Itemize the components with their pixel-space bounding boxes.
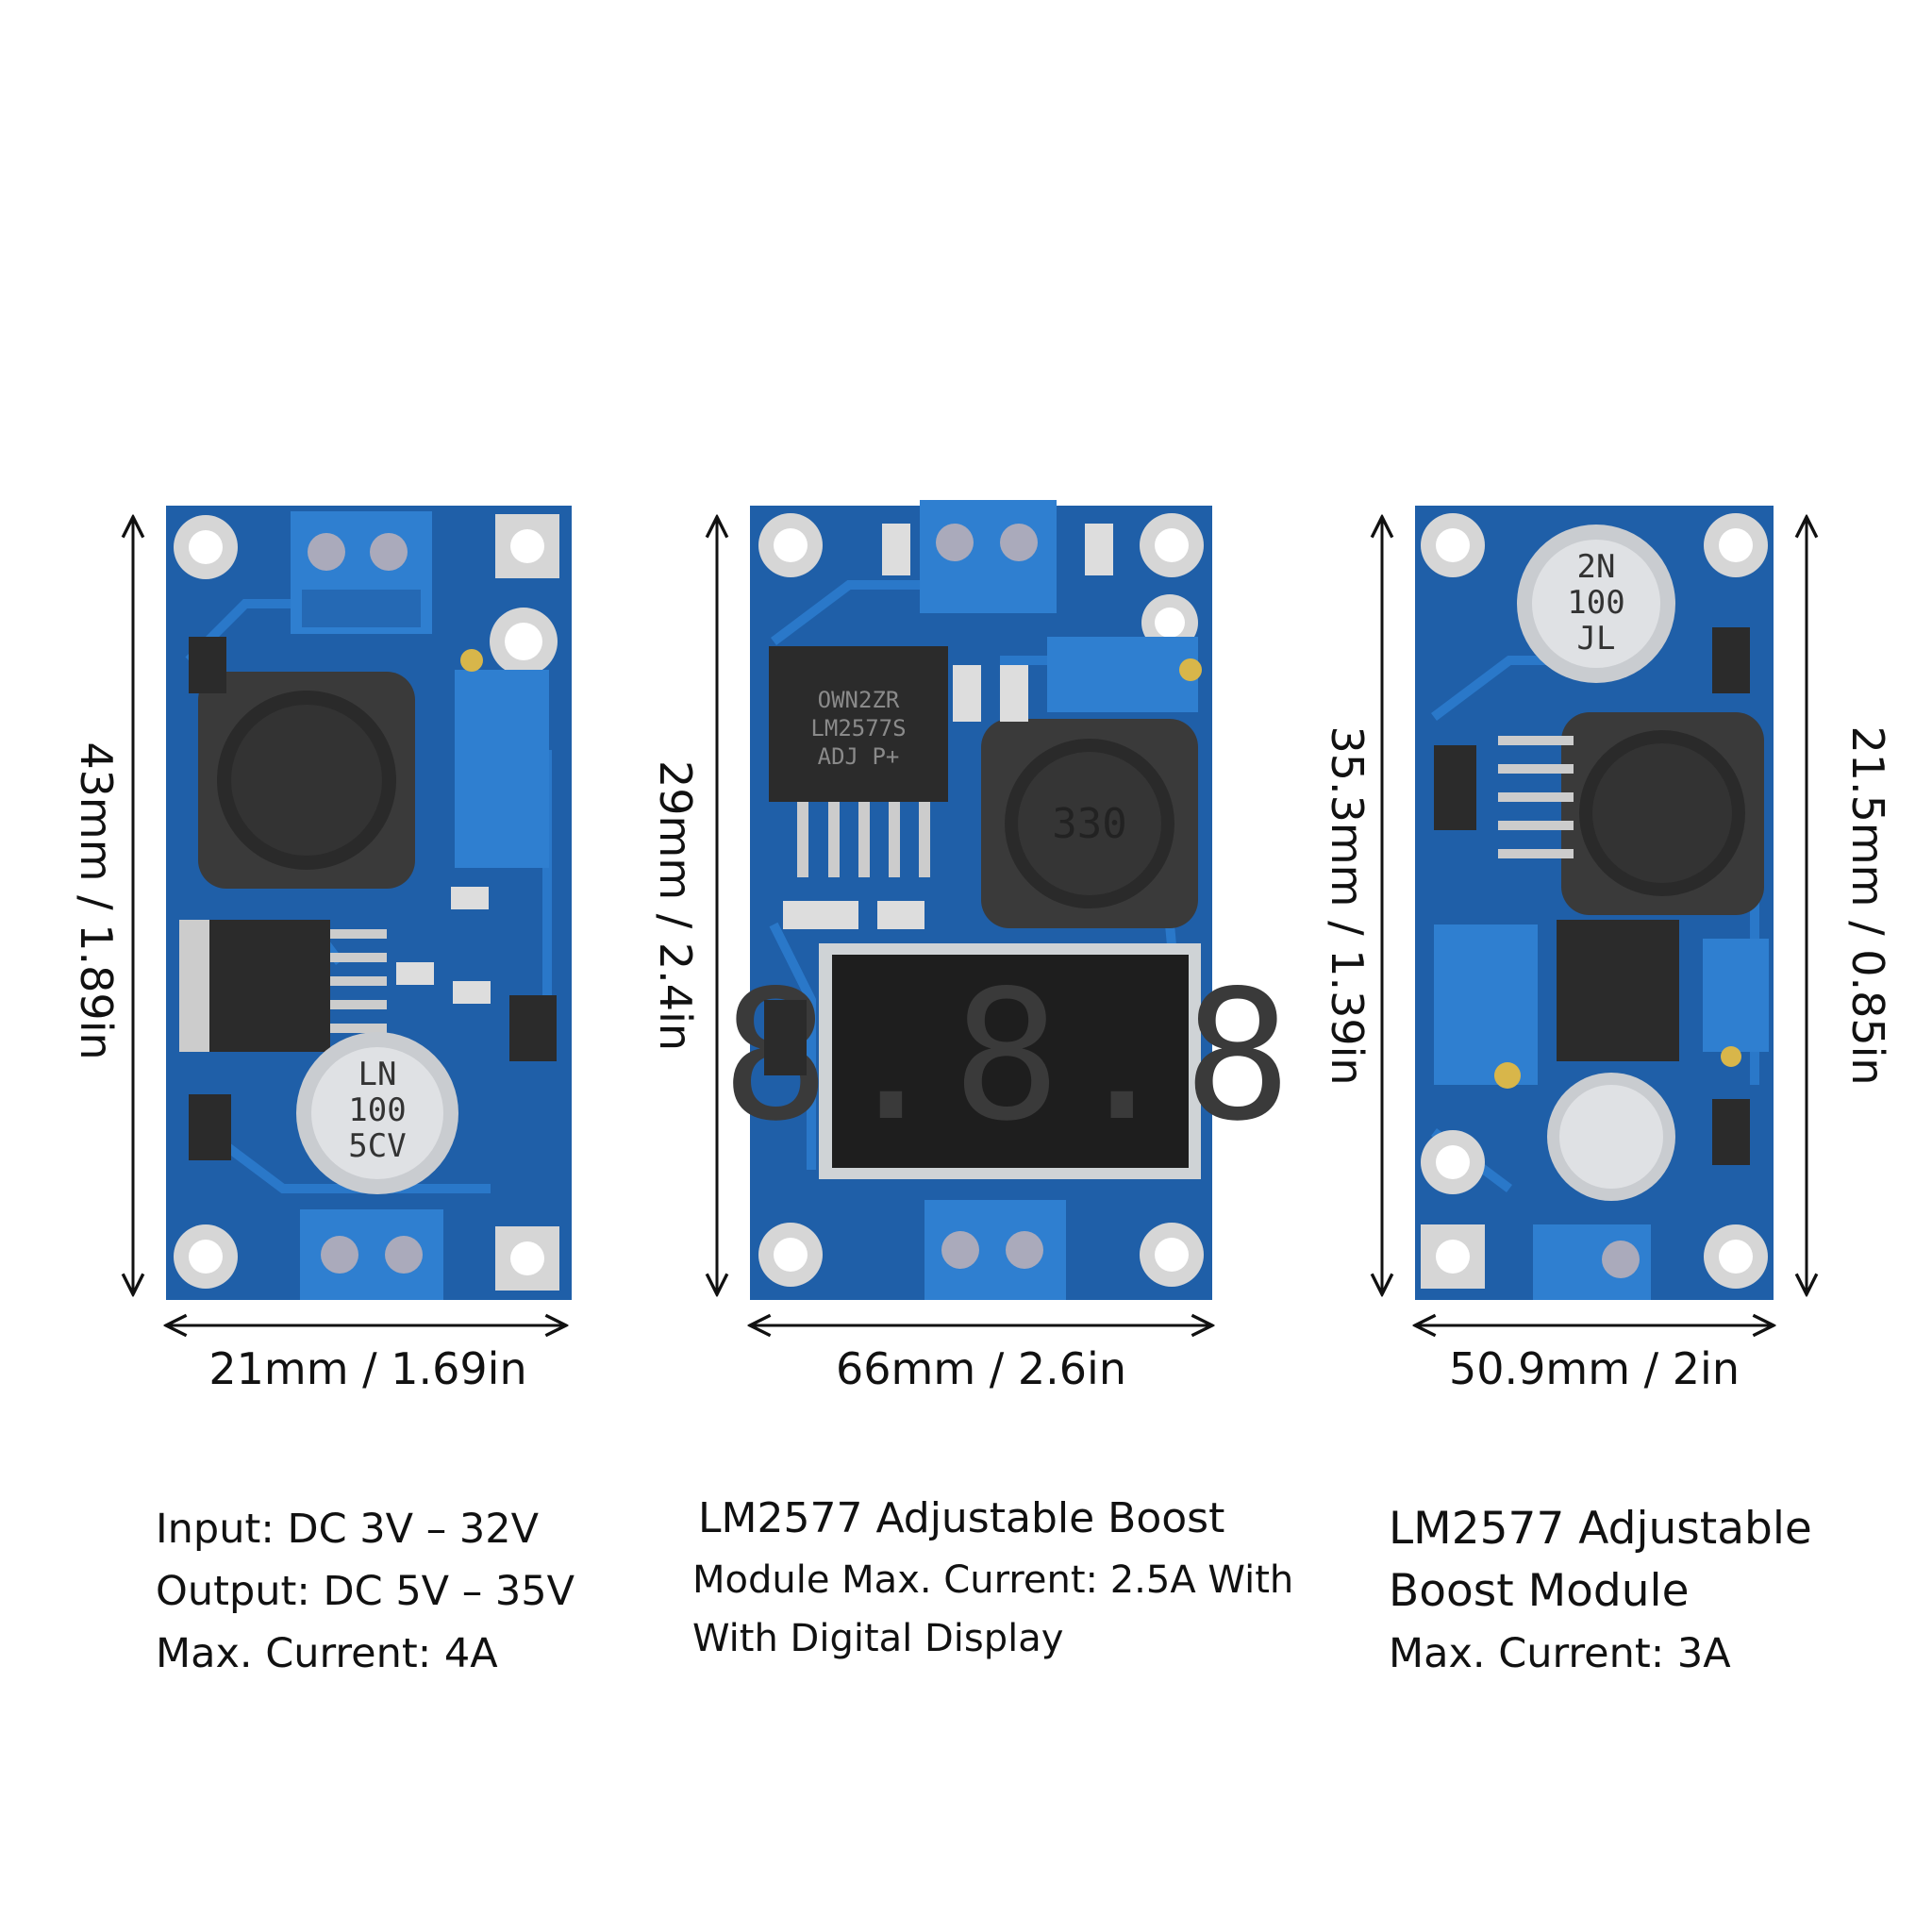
height-label: 29mm / 2.4in [650, 760, 701, 1051]
width-label: 50.9mm / 2in [1449, 1343, 1740, 1394]
smd-diode [1712, 1099, 1750, 1165]
led-digits: 8.8.8 [722, 952, 1299, 1160]
regulator-ic [1557, 920, 1679, 1061]
regulator-ic: OWN2ZR LM2577S ADJ P+ [769, 646, 948, 877]
capacitor-mark: JL [1577, 620, 1616, 658]
height-right-label: 21.5mm / 0.85in [1842, 725, 1893, 1085]
smd-resistor [877, 901, 924, 929]
height-left-label: 35.3mm / 1.39in [1322, 725, 1373, 1085]
smd-resistor [783, 901, 858, 929]
inductor [1561, 712, 1764, 915]
inductor [198, 672, 415, 889]
chip-mark: LM2577S [810, 715, 906, 741]
capacitor-mark: 100 [348, 1091, 406, 1129]
desc-line: Input: DC 3V – 32V [156, 1506, 540, 1553]
screw-terminal [920, 500, 1057, 613]
mounting-hole [758, 513, 823, 577]
capacitor-mark: 2N [1577, 548, 1616, 586]
smd-resistor [882, 524, 910, 575]
mounting-hole [1421, 1130, 1485, 1194]
mounting-hole [1421, 1224, 1485, 1289]
component-lead [1498, 821, 1574, 830]
potentiometer [455, 649, 549, 868]
component-lead [1498, 849, 1574, 858]
desc-line: Max. Current: 4A [156, 1630, 498, 1677]
electrolytic-capacitor: LN 100 5CV [296, 1032, 458, 1194]
screw-terminal [300, 1209, 443, 1300]
regulator-ic [179, 920, 387, 1052]
module-left-description: Input: DC 3V – 32V Output: DC 5V – 35V M… [156, 1498, 575, 1685]
module-middle-description: LM2577 Adjustable Boost Module Max. Curr… [692, 1487, 1293, 1668]
width-label: 66mm / 2.6in [836, 1343, 1126, 1394]
module-right-description: LM2577 Adjustable Boost Module Max. Curr… [1389, 1498, 1812, 1685]
smd-resistor [1000, 665, 1028, 722]
electrolytic-capacitor: 2N 100 JL [1517, 525, 1675, 683]
module-right-board: 2N 100 JL [1415, 506, 1774, 1300]
desc-line: LM2577 Adjustable [1389, 1503, 1812, 1555]
desc-line: LM2577 Adjustable Boost [698, 1494, 1225, 1542]
smd-resistor [396, 962, 434, 985]
desc-line: Output: DC 5V – 35V [156, 1568, 575, 1615]
mounting-hole [490, 608, 558, 675]
screw-terminal [291, 511, 432, 634]
smd-diode [1712, 627, 1750, 693]
mounting-hole [174, 1224, 238, 1289]
mounting-hole [1140, 513, 1204, 577]
mounting-hole [495, 1226, 559, 1291]
mounting-hole [174, 515, 238, 579]
height-label: 43mm / 1.89in [71, 741, 122, 1059]
desc-line: Boost Module [1389, 1565, 1690, 1617]
desc-line: Module Max. Current: 2.5A With [692, 1558, 1294, 1602]
smd-diode [189, 637, 226, 693]
mounting-hole [1140, 1223, 1204, 1287]
module-middle-board: OWN2ZR LM2577S ADJ P+ 330 [722, 500, 1299, 1300]
smd-resistor [1085, 524, 1113, 575]
desc-line: Max. Current: 3A [1389, 1630, 1731, 1677]
mounting-hole [1704, 513, 1768, 577]
smd-diode [509, 995, 557, 1061]
electrolytic-capacitor [1547, 1073, 1675, 1201]
mounting-hole [758, 1223, 823, 1287]
potentiometer [1703, 939, 1769, 1067]
component-lead [1498, 736, 1574, 745]
capacitor-mark: 100 [1567, 584, 1624, 622]
potentiometer [1047, 637, 1202, 712]
smd-diode [1434, 745, 1476, 830]
width-label: 21mm / 1.69in [208, 1343, 526, 1394]
led-display: 8.8.8 [722, 943, 1299, 1179]
smd-resistor [451, 887, 489, 909]
inductor: 330 [981, 719, 1198, 928]
component-lead [1498, 792, 1574, 802]
chip-mark: ADJ P+ [818, 743, 900, 770]
mounting-hole [495, 514, 559, 578]
mounting-hole [1704, 1224, 1768, 1289]
module-left-board: LN 100 5CV [166, 506, 572, 1300]
smd-resistor [953, 665, 981, 722]
chip-mark: OWN2ZR [818, 687, 900, 713]
capacitor-mark: 5CV [348, 1127, 406, 1165]
inductor-mark: 330 [1052, 800, 1126, 848]
desc-line: With Digital Display [692, 1617, 1064, 1660]
screw-terminal [1533, 1224, 1651, 1300]
mounting-hole [1421, 513, 1485, 577]
smd-diode [764, 1000, 807, 1075]
capacitor-mark: LN [358, 1056, 397, 1093]
potentiometer [1434, 924, 1538, 1089]
screw-terminal [924, 1200, 1066, 1300]
smd-diode [189, 1094, 231, 1160]
smd-resistor [453, 981, 491, 1004]
component-lead [1498, 764, 1574, 774]
